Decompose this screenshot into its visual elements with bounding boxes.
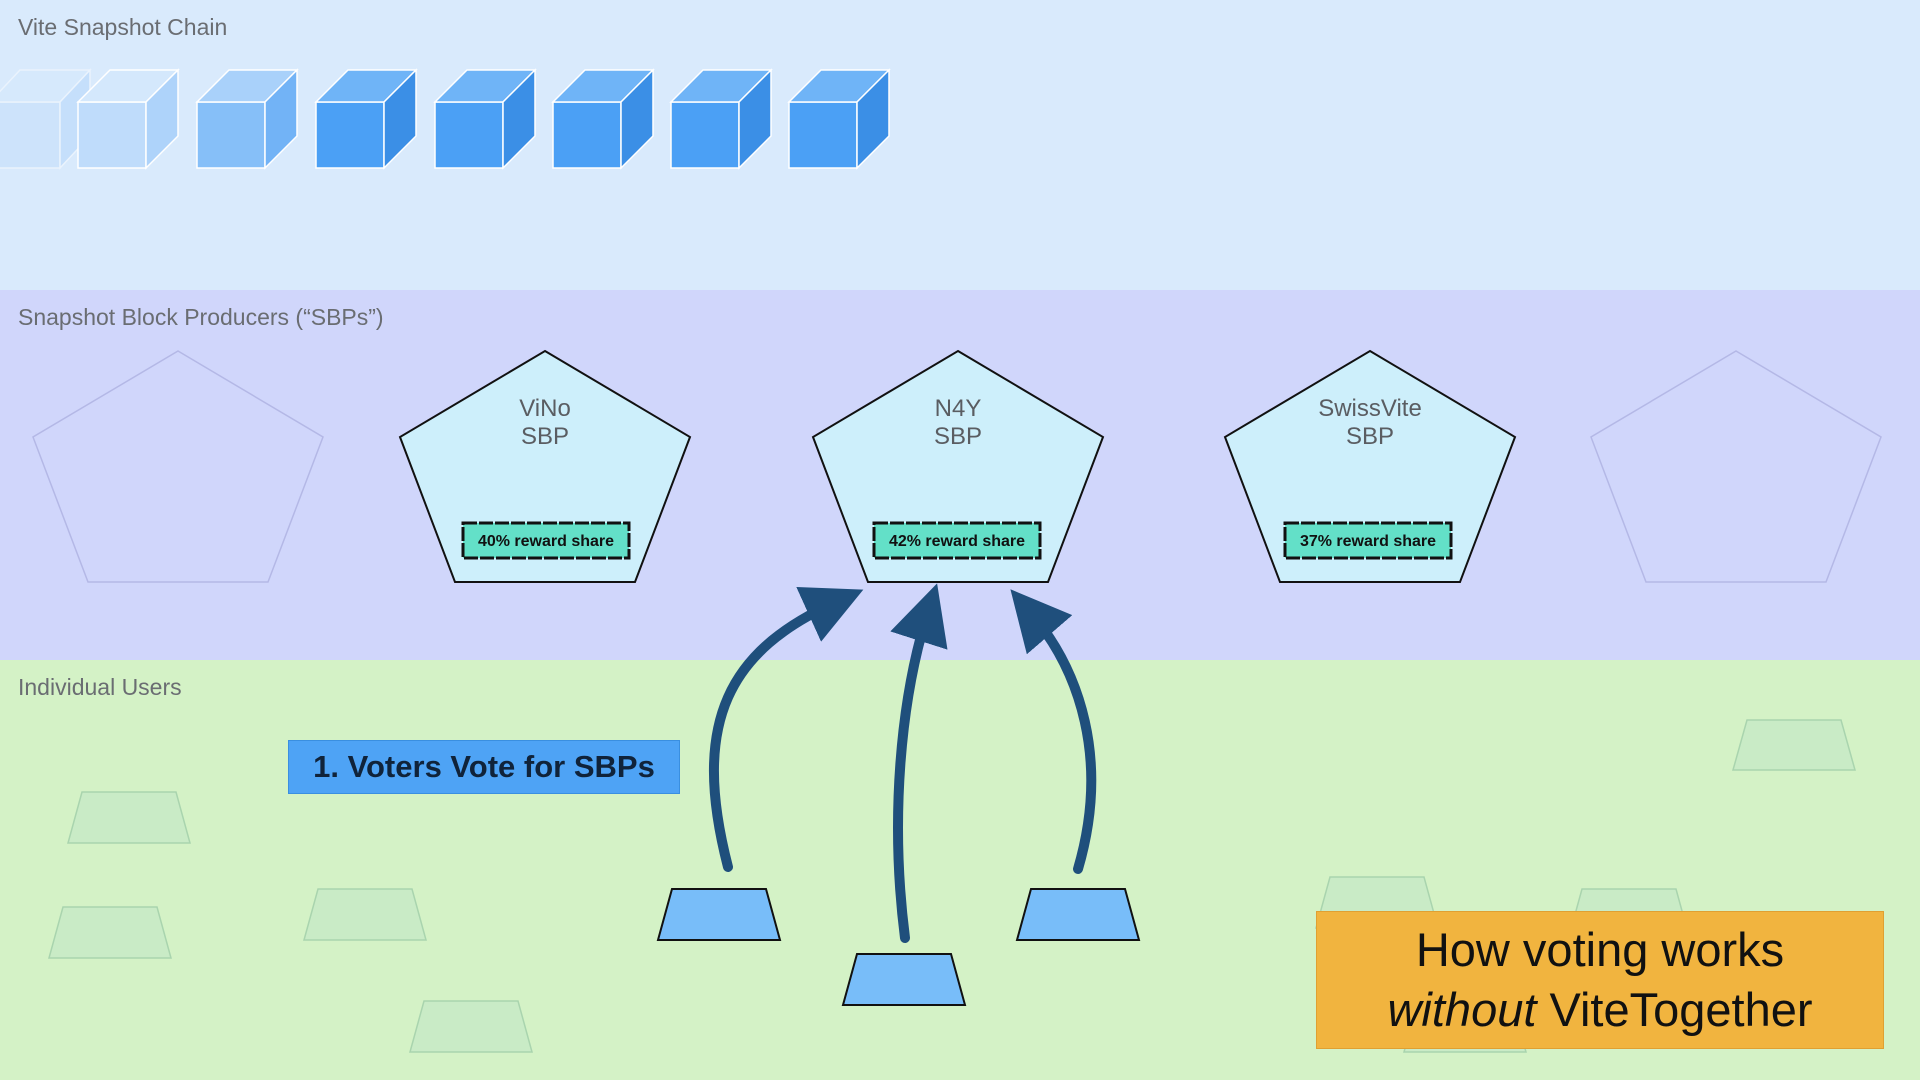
vote-arrow — [890, 583, 948, 943]
placeholder-sbp-pentagon — [1590, 350, 1882, 583]
sbp-name: SwissVite — [1318, 395, 1422, 422]
voter-shape — [841, 953, 967, 1006]
snapshot-block — [787, 68, 891, 170]
title-line-1: How voting works — [1415, 923, 1785, 976]
step-label: 1. Voters Vote for SBPs — [288, 740, 680, 794]
title-emphasis: without — [1387, 983, 1537, 1036]
sbp-suffix: SBP — [934, 423, 982, 450]
snapshot-block — [195, 68, 299, 170]
user-shape — [1732, 719, 1856, 771]
reward-share-badge — [872, 521, 1042, 560]
sbp-node-n4y: N4Y SBP 42% reward share — [811, 349, 1105, 583]
sbp-suffix: SBP — [1346, 423, 1394, 450]
reward-share-text: 40% reward share — [478, 533, 614, 550]
sbp-name: N4Y — [935, 395, 982, 422]
snapshot-blocks — [0, 68, 891, 170]
sbp-suffix: SBP — [521, 423, 569, 450]
sbp-node-vino: ViNo SBP 40% reward share — [398, 349, 692, 583]
title-line-2: without ViteTogether — [1387, 980, 1812, 1040]
active-voters — [656, 888, 1141, 1006]
snapshot-block — [551, 68, 655, 170]
voter-shape — [1015, 888, 1141, 941]
user-shape — [48, 906, 172, 959]
reward-share-badge — [1283, 521, 1453, 560]
snapshot-chain-label: Vite Snapshot Chain — [18, 14, 228, 40]
snapshot-block — [0, 68, 92, 170]
snapshot-block — [669, 68, 773, 170]
vote-arrows — [708, 583, 1097, 943]
reward-share-text: 37% reward share — [1300, 533, 1436, 550]
snapshot-block — [76, 68, 180, 170]
voter-shape — [656, 888, 782, 941]
placeholder-sbp-pentagon — [32, 350, 324, 583]
title-box: How voting works without ViteTogether — [1316, 911, 1884, 1049]
snapshot-block — [314, 68, 418, 170]
sbp-band-label: Snapshot Block Producers (“SBPs”) — [18, 304, 384, 330]
user-shape — [67, 791, 191, 844]
vote-arrow — [708, 587, 864, 872]
reward-share-badge — [461, 521, 631, 560]
sbp-node-swissvite: SwissVite SBP 37% reward share — [1223, 349, 1517, 583]
snapshot-block — [433, 68, 537, 170]
reward-share-text: 42% reward share — [889, 533, 1025, 550]
user-shape — [303, 888, 427, 941]
vote-arrow — [1010, 589, 1097, 874]
users-band-label: Individual Users — [18, 674, 182, 700]
user-shape — [409, 1000, 533, 1053]
title-line-2-rest: ViteTogether — [1536, 983, 1813, 1036]
sbp-name: ViNo — [519, 395, 571, 422]
